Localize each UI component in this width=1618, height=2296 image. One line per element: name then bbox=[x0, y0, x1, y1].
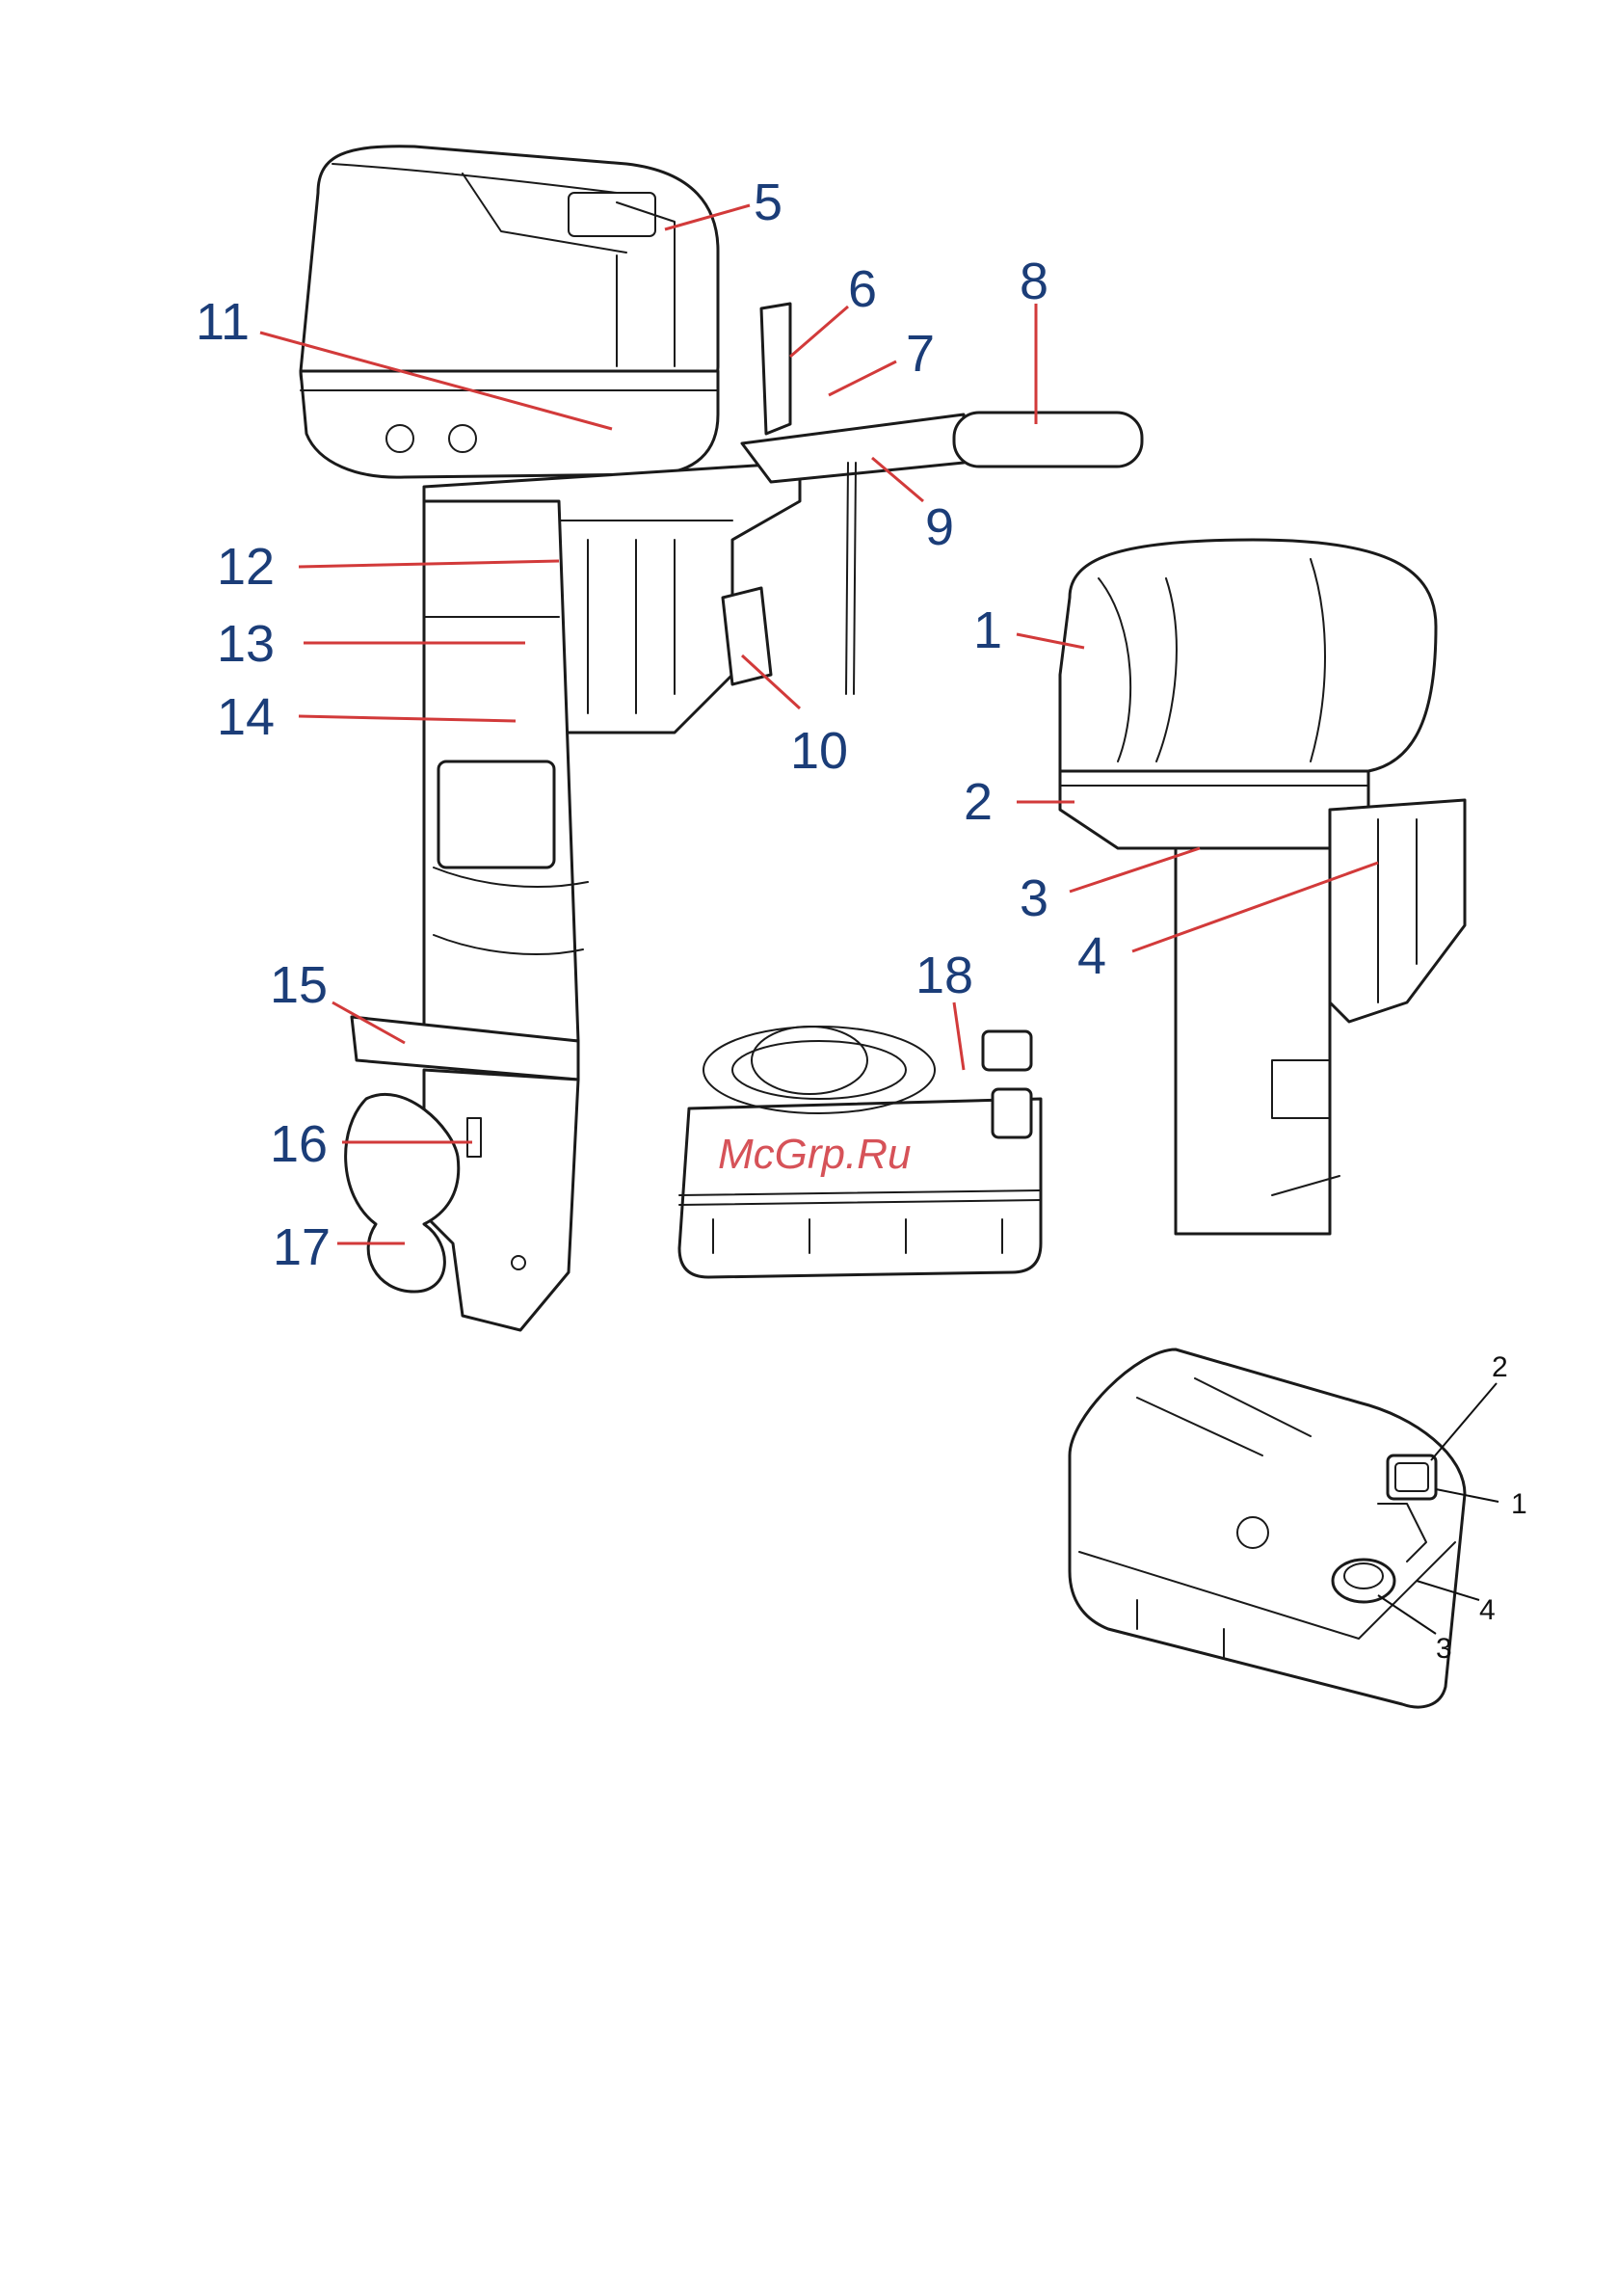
tank-filler-cap bbox=[1333, 1560, 1394, 1602]
bottom-cowling bbox=[301, 371, 718, 477]
callout-3: 3 bbox=[1020, 869, 1048, 927]
fuel-tank-body bbox=[679, 1099, 1041, 1277]
callout-2: 2 bbox=[964, 773, 993, 831]
callout-16: 16 bbox=[270, 1115, 328, 1173]
tank-callout-2: 2 bbox=[1492, 1351, 1508, 1383]
callout-7: 7 bbox=[906, 325, 935, 383]
callout-9: 9 bbox=[925, 498, 954, 556]
leader-7 bbox=[829, 361, 896, 395]
fuel-tank-detail bbox=[1070, 1349, 1465, 1707]
clamp-bracket bbox=[438, 761, 554, 868]
rear-shaft bbox=[1176, 848, 1330, 1234]
tilt-lever bbox=[723, 588, 771, 684]
callout-14: 14 bbox=[217, 688, 275, 746]
callout-13: 13 bbox=[217, 615, 275, 673]
callout-18: 18 bbox=[915, 947, 973, 1004]
callout-6: 6 bbox=[848, 260, 877, 318]
callout-5: 5 bbox=[754, 174, 782, 231]
tank-callout-3: 3 bbox=[1436, 1633, 1452, 1665]
rear-top-cowling bbox=[1060, 540, 1436, 771]
callout-15: 15 bbox=[270, 956, 328, 1014]
outboard-motor-rear-view bbox=[1060, 540, 1465, 1234]
callout-4: 4 bbox=[1077, 927, 1106, 985]
rear-bracket bbox=[1330, 800, 1465, 1022]
callout-10: 10 bbox=[790, 722, 848, 780]
throttle-grip bbox=[954, 413, 1142, 467]
tank-leader-2 bbox=[1431, 1383, 1497, 1460]
callout-12: 12 bbox=[217, 538, 275, 596]
callout-11: 11 bbox=[196, 293, 250, 351]
leader-6 bbox=[790, 307, 848, 357]
watermark: McGrp.Ru bbox=[718, 1131, 911, 1178]
leader-18 bbox=[954, 1002, 964, 1070]
propeller bbox=[346, 1094, 459, 1292]
callout-1: 1 bbox=[973, 601, 1002, 659]
tank-callout-1: 1 bbox=[1511, 1488, 1527, 1520]
rear-bottom-cowling bbox=[1060, 771, 1368, 848]
callout-17: 17 bbox=[273, 1218, 331, 1276]
tank-callout-4: 4 bbox=[1479, 1594, 1496, 1626]
callout-8: 8 bbox=[1020, 253, 1048, 310]
start-lever bbox=[761, 304, 790, 434]
